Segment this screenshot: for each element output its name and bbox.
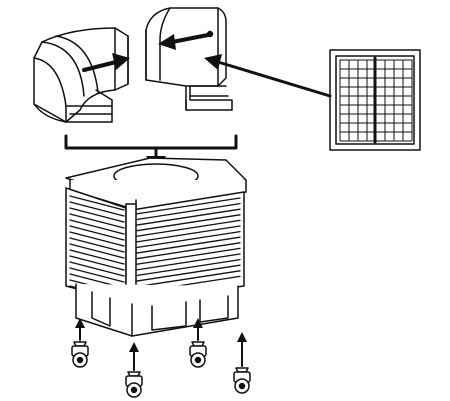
arrow-icon [193, 318, 203, 341]
grille-icon [329, 49, 421, 151]
caster-wheel [233, 367, 251, 394]
arrow-icon [237, 332, 247, 367]
arrow-icon [82, 53, 130, 72]
caster-wheel [125, 371, 143, 398]
curved-duct-icon [33, 27, 129, 123]
caster-wheel [71, 341, 89, 368]
evaporative-cooler-icon [65, 157, 247, 337]
arrow-icon [158, 30, 214, 50]
caster-wheel-icon [71, 318, 251, 398]
arrow-icon [129, 342, 139, 371]
arrow-icon [75, 318, 85, 341]
arrow-icon [204, 54, 332, 98]
caster-wheel [189, 341, 207, 368]
